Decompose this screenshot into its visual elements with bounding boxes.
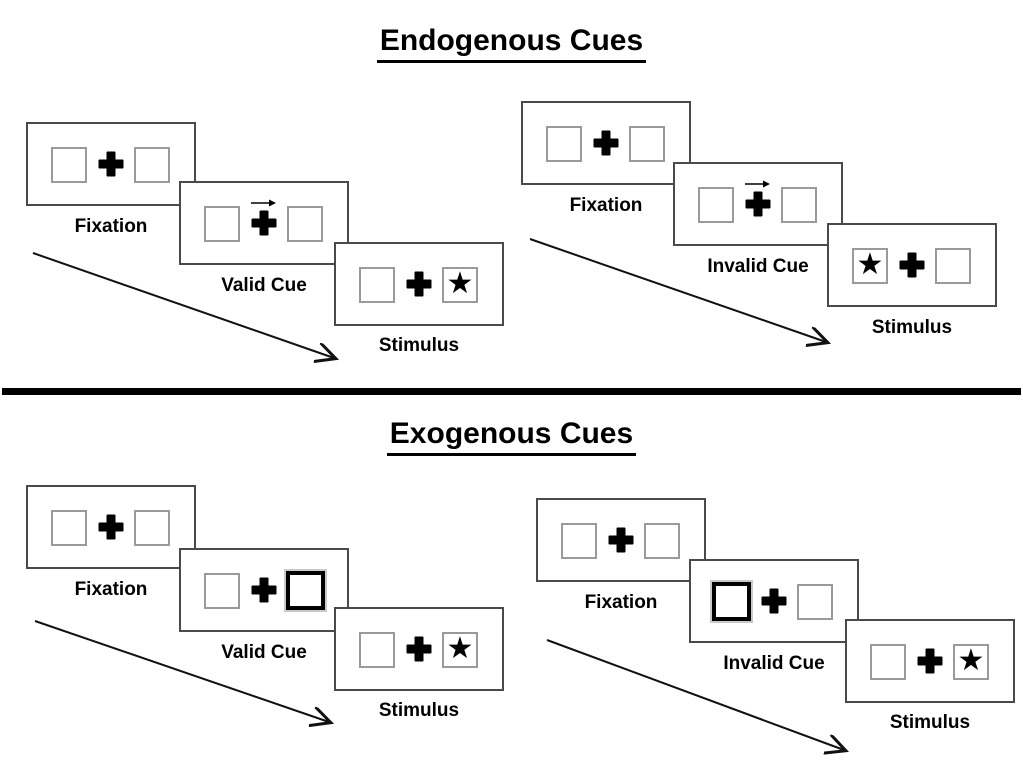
left-cue-highlight-box [712, 582, 751, 621]
fixation-cross-icon [98, 151, 124, 177]
right-placeholder-box [781, 187, 817, 223]
fixation-cross-icon [98, 514, 124, 540]
fixation-screen [536, 498, 706, 582]
right-target-box: ★ [953, 644, 989, 680]
fixation-cross-icon [608, 527, 634, 553]
cue-screen [179, 548, 349, 632]
right-placeholder-box [134, 147, 170, 183]
left-placeholder-box [204, 573, 240, 609]
right-placeholder-box [629, 126, 665, 162]
stimulus-screen: ★ [334, 242, 504, 326]
step-label: Fixation [584, 592, 658, 613]
left-placeholder-box [51, 510, 87, 546]
right-target-box: ★ [442, 632, 478, 668]
left-target-box: ★ [852, 248, 888, 284]
left-placeholder-box [546, 126, 582, 162]
step-label: Fixation [74, 579, 148, 600]
fixation-cross-icon [406, 271, 432, 297]
step-label: Valid Cue [221, 642, 307, 663]
fixation-cross-icon [899, 252, 925, 278]
left-placeholder-box [359, 267, 395, 303]
timeline-arrow [34, 620, 329, 722]
step-label: Fixation [74, 216, 148, 237]
star-stimulus-icon: ★ [856, 248, 884, 281]
step-label: Valid Cue [221, 275, 307, 296]
left-placeholder-box [359, 632, 395, 668]
fixation-cross-icon [251, 577, 277, 603]
right-target-box: ★ [442, 267, 478, 303]
fixation-screen [26, 485, 196, 569]
fixation-screen [26, 122, 196, 206]
right-placeholder-box [935, 248, 971, 284]
fixation-cross-icon [251, 210, 277, 236]
fixation-cross-icon [406, 636, 432, 662]
exogenous-section-title: Exogenous Cues [0, 417, 1023, 456]
section-divider [2, 388, 1021, 395]
cue-arrow-right-icon [251, 199, 276, 207]
right-placeholder-box [134, 510, 170, 546]
right-placeholder-box [797, 584, 833, 620]
stimulus-screen: ★ [334, 607, 504, 691]
fixation-cross-icon [745, 191, 771, 217]
step-label: Invalid Cue [723, 653, 825, 674]
cue-screen [179, 181, 349, 265]
right-cue-highlight-box [286, 571, 325, 610]
fixation-screen [521, 101, 691, 185]
step-label: Invalid Cue [707, 256, 809, 277]
fixation-cross-icon [593, 130, 619, 156]
step-label: Stimulus [871, 317, 953, 338]
timeline-arrow [32, 252, 334, 358]
left-placeholder-box [870, 644, 906, 680]
step-label: Fixation [569, 195, 643, 216]
left-placeholder-box [561, 523, 597, 559]
timeline-arrow [546, 639, 844, 750]
timeline-arrow [529, 238, 826, 342]
left-placeholder-box [51, 147, 87, 183]
cue-screen [673, 162, 843, 246]
cue-arrow-right-icon [745, 180, 770, 188]
star-stimulus-icon: ★ [446, 267, 474, 300]
step-label: Stimulus [889, 712, 971, 733]
step-label: Stimulus [378, 700, 460, 721]
left-placeholder-box [204, 206, 240, 242]
star-stimulus-icon: ★ [957, 644, 985, 677]
cue-screen [689, 559, 859, 643]
step-label: Stimulus [378, 335, 460, 356]
star-stimulus-icon: ★ [446, 632, 474, 665]
right-placeholder-box [287, 206, 323, 242]
stimulus-screen: ★ [827, 223, 997, 307]
stimulus-screen: ★ [845, 619, 1015, 703]
endogenous-section-title: Endogenous Cues [0, 24, 1023, 63]
fixation-cross-icon [917, 648, 943, 674]
right-placeholder-box [644, 523, 680, 559]
left-placeholder-box [698, 187, 734, 223]
fixation-cross-icon [761, 588, 787, 614]
